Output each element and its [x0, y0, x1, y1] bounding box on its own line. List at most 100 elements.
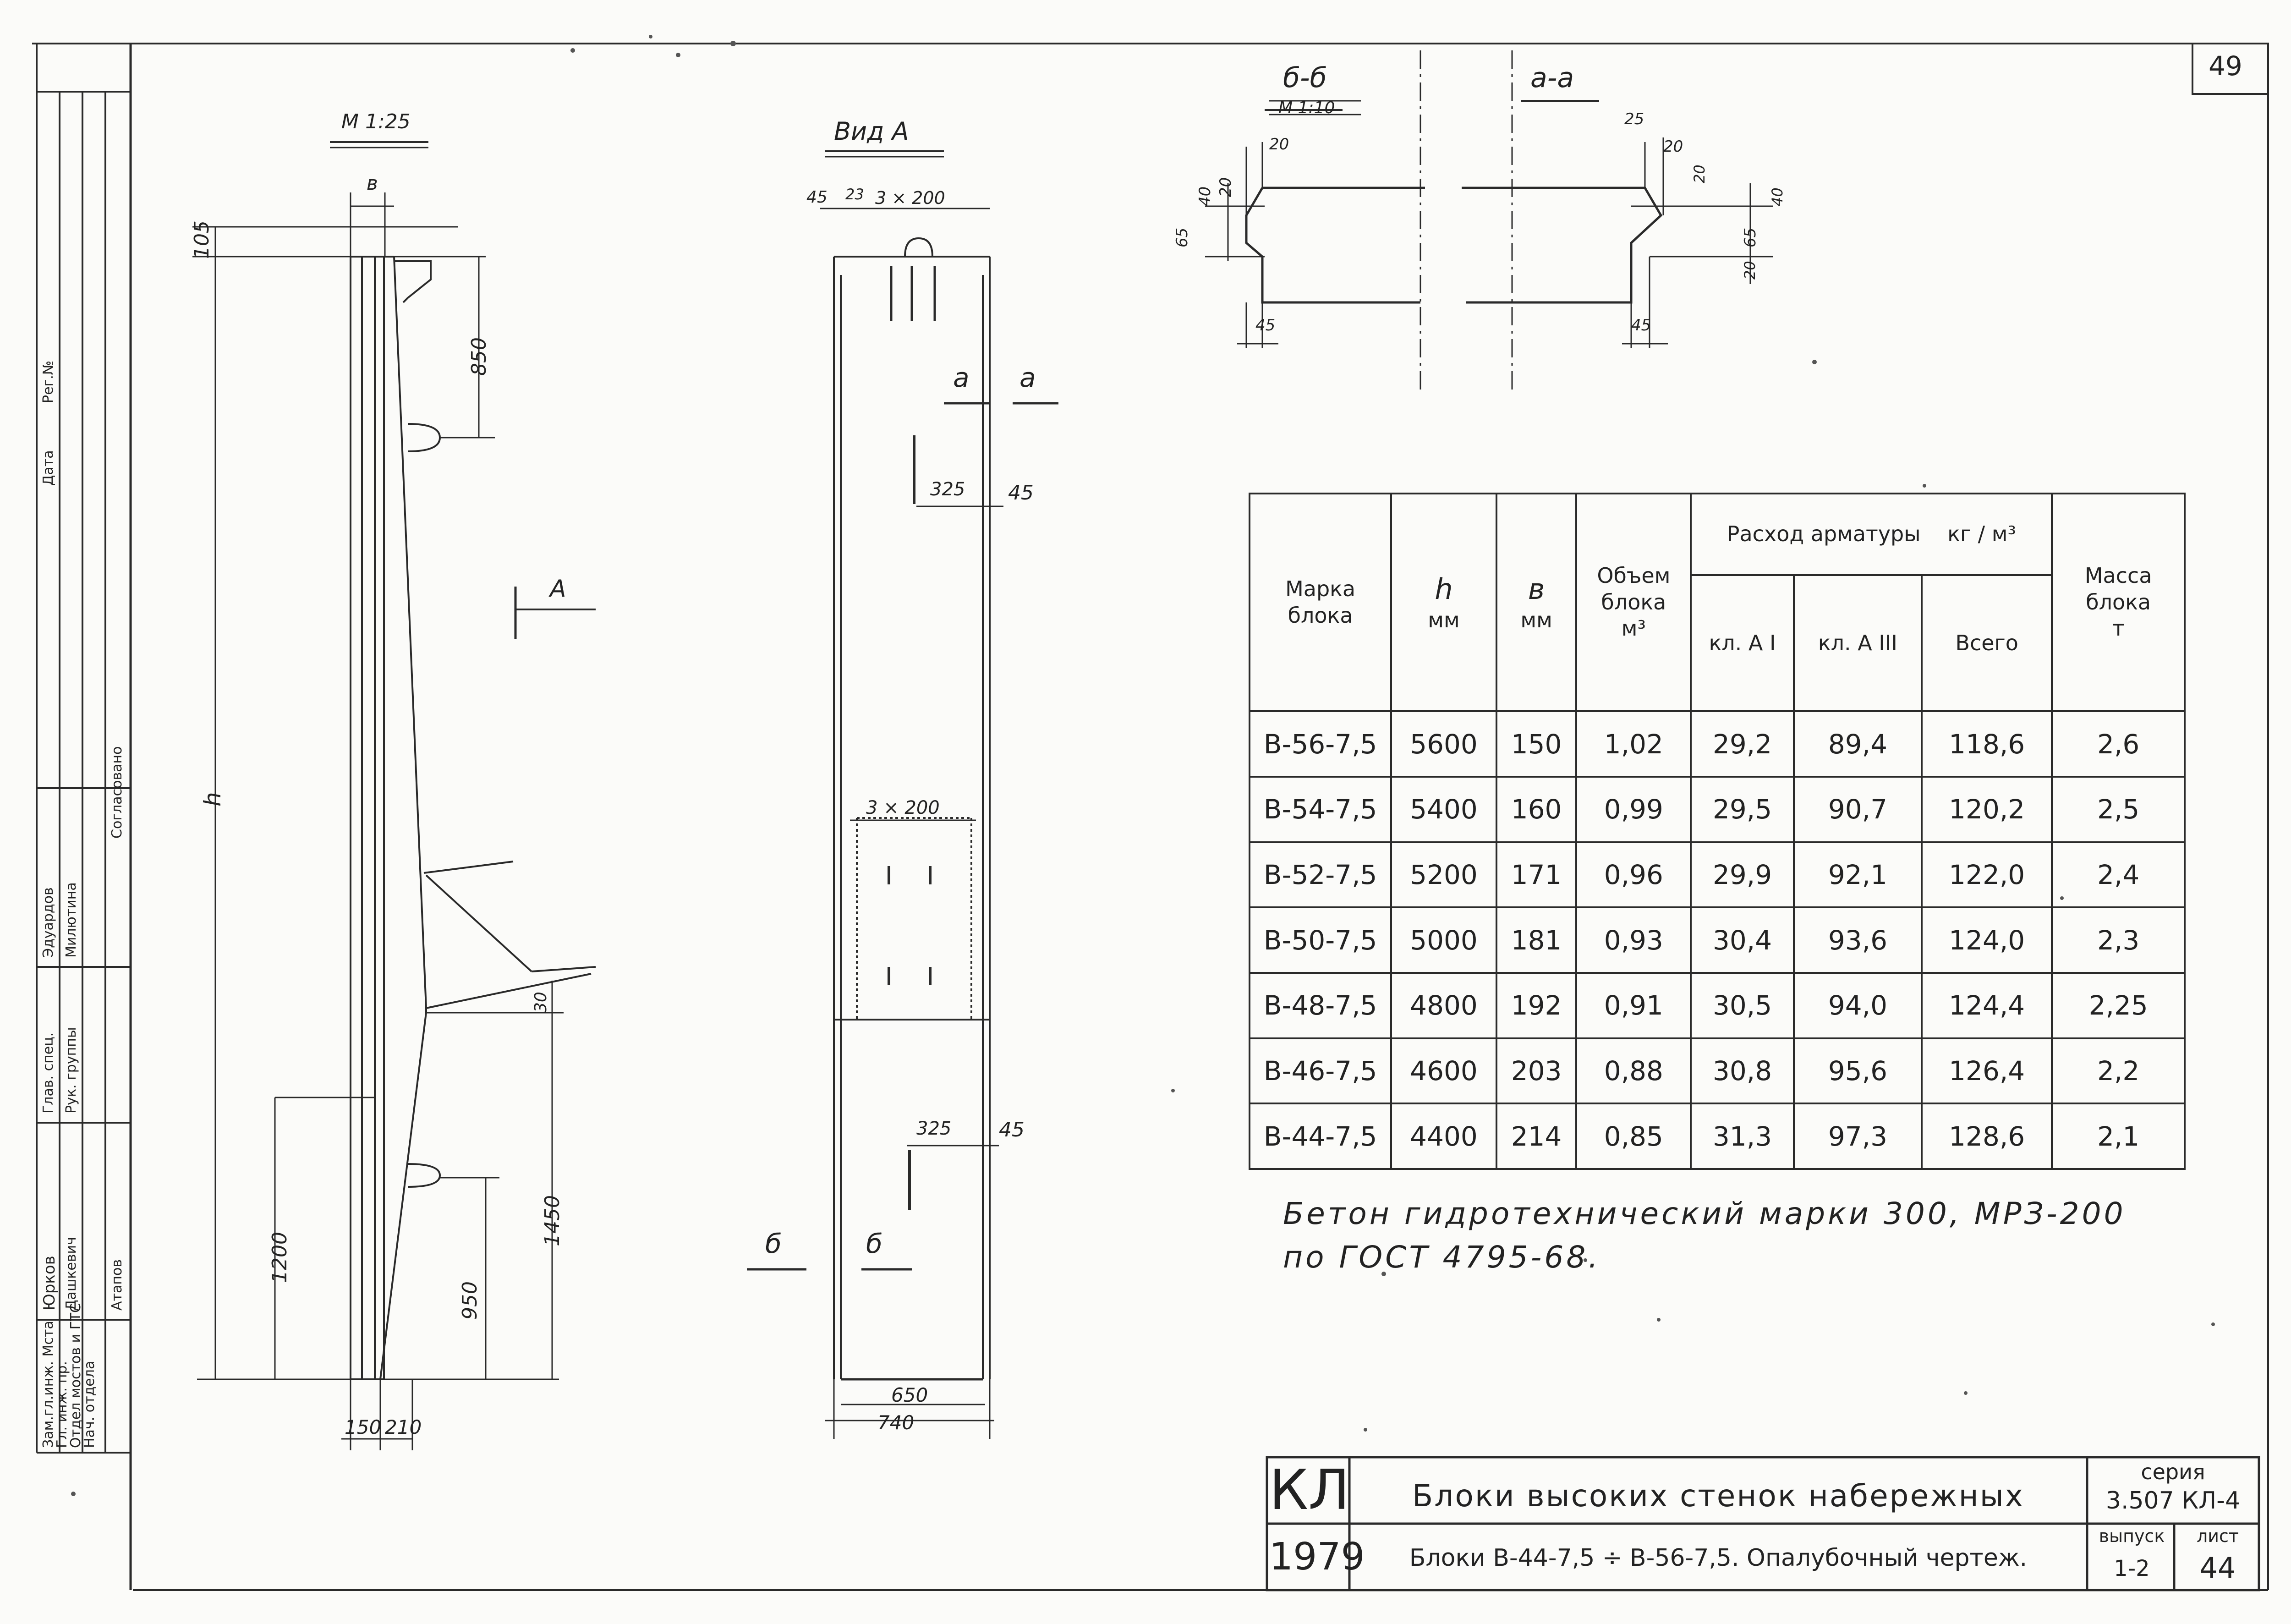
cell-mark: В-44-7,5 [1248, 1103, 1392, 1170]
sec-a-dim-25: 25 [1624, 110, 1644, 128]
cell-volume: 0,85 [1575, 1103, 1692, 1170]
col-header-b-unit: мм [1520, 607, 1552, 632]
sec-a-dim-20: 20 [1663, 137, 1683, 156]
col-header-total: Всего [1920, 574, 2053, 713]
cell-mass: 2,1 [2051, 1103, 2186, 1170]
cell-total: 118,6 [1920, 710, 2053, 778]
stamp-nach-otdela: Нач. отдела [82, 1361, 98, 1448]
dim-325-upper: 325 [930, 479, 965, 500]
concrete-note-line2: по ГОСТ 4795-68. [1283, 1240, 1601, 1275]
dim-view-a-3x200-top: 3 × 200 [875, 188, 945, 208]
cut-mark-b-left: б [765, 1228, 782, 1259]
col-header-mass-label: Масса блока [2084, 563, 2152, 614]
cut-mark-b-right: б [866, 1228, 882, 1259]
cut-mark-a-left: а [953, 362, 970, 393]
col-header-mass-unit: т [2112, 616, 2125, 641]
view-a-lift-loop [904, 237, 933, 257]
cell-total: 128,6 [1920, 1103, 2053, 1170]
dim-1450: 1450 [541, 1195, 564, 1246]
sec-b-dim-20-side: 20 [1217, 177, 1235, 197]
stamp-yurkov: Юрков [40, 1256, 59, 1311]
cell-h: 5600 [1390, 710, 1497, 778]
blocks-spec-table: Марка блока h мм в мм Объем блока м³ Рас… [1248, 492, 2186, 1170]
title-block-subtitle: Блоки В-44-7,5 ÷ В-56-7,5. Опалубочный ч… [1409, 1544, 2028, 1572]
cell-a1: 30,4 [1690, 906, 1795, 974]
dim-view-a-45: 45 [806, 188, 828, 207]
stamp-dashkevich: Дашкевич [63, 1237, 79, 1311]
lift-loop-lower [407, 1163, 441, 1188]
cell-total: 122,0 [1920, 841, 2053, 909]
stamp-glav-spec: Глав. спец. [40, 1032, 56, 1114]
col-header-mass: Масса блока т [2051, 492, 2186, 713]
dim-210: 210 [385, 1416, 422, 1438]
title-block-series-value: 3.507 КЛ-4 [2105, 1487, 2241, 1514]
table-row: В-54-7,5 5400 160 0,99 29,5 90,7 120,2 2… [1248, 776, 2186, 843]
view-a-title: Вид А [834, 117, 909, 146]
cell-mass: 2,2 [2051, 1037, 2186, 1105]
cell-a1: 29,5 [1690, 776, 1795, 843]
cell-mass: 2,4 [2051, 841, 2186, 909]
cell-mark: В-54-7,5 [1248, 776, 1392, 843]
cell-a3: 95,6 [1792, 1037, 1923, 1105]
cell-mass: 2,5 [2051, 776, 2186, 843]
lift-loop-upper [407, 423, 441, 452]
cell-a1: 31,3 [1690, 1103, 1795, 1170]
cell-mark: В-48-7,5 [1248, 972, 1392, 1039]
dim-30: 30 [532, 992, 550, 1013]
col-header-a3: кл. А III [1792, 574, 1923, 713]
cell-b: 171 [1495, 841, 1578, 909]
col-header-volume-unit: м³ [1621, 616, 1646, 641]
dim-view-a-23: 23 [845, 186, 864, 203]
table-row: В-52-7,5 5200 171 0,96 29,9 92,1 122,0 2… [1248, 841, 2186, 909]
col-header-a1: кл. А I [1690, 574, 1795, 713]
cell-b: 160 [1495, 776, 1578, 843]
cell-h: 5200 [1390, 841, 1497, 909]
dim-h: h [199, 792, 226, 807]
cell-b: 181 [1495, 906, 1578, 974]
stamp-data: Дата [40, 450, 56, 486]
table-body: В-56-7,5 5600 150 1,02 29,2 89,4 118,6 2… [1248, 710, 2186, 1170]
cell-volume: 0,93 [1575, 906, 1692, 974]
cell-total: 120,2 [1920, 776, 2053, 843]
sec-b-dim-20-top: 20 [1269, 135, 1289, 154]
title-block-sheet-value: 44 [2199, 1551, 2236, 1585]
wall-front-taper [393, 256, 427, 1009]
col-header-rebar: Расход арматуры кг / м³ [1690, 492, 2053, 576]
col-header-b: в мм [1495, 492, 1578, 713]
dim-45-upper: 45 [1008, 481, 1034, 505]
concrete-note-line1: Бетон гидротехнический марки 300, МРЗ-20… [1283, 1196, 2126, 1231]
cell-mark: В-50-7,5 [1248, 906, 1392, 974]
sec-a-dim-20-bottom: 20 [1741, 261, 1759, 280]
scan-speckles [71, 35, 2215, 1496]
table-row: В-44-7,5 4400 214 0,85 31,3 97,3 128,6 2… [1248, 1103, 2186, 1170]
col-header-h-symbol: h [1435, 572, 1453, 606]
cell-b: 203 [1495, 1037, 1578, 1105]
cell-a3: 94,0 [1792, 972, 1923, 1039]
dim-950: 950 [458, 1281, 482, 1320]
dim-view-a-3x200-mid: 3 × 200 [866, 797, 940, 818]
cell-a1: 29,2 [1690, 710, 1795, 778]
dim-850: 850 [467, 337, 491, 376]
stamp-reg-no: Рег.№ [40, 360, 56, 403]
cell-h: 4600 [1390, 1037, 1497, 1105]
col-header-mark: Марка блока [1248, 492, 1392, 713]
cell-mark: В-52-7,5 [1248, 841, 1392, 909]
cell-a3: 97,3 [1792, 1103, 1923, 1170]
cell-volume: 0,88 [1575, 1037, 1692, 1105]
stamp-soglasovano: Согласовано [109, 746, 125, 839]
col-header-b-symbol: в [1528, 572, 1545, 606]
title-block-issue-value: 1-2 [2114, 1556, 2150, 1581]
section-b-scale: М 1:10 [1278, 99, 1335, 117]
table-row: В-56-7,5 5600 150 1,02 29,2 89,4 118,6 2… [1248, 710, 2186, 778]
dim-325-lower: 325 [916, 1118, 952, 1139]
cell-a3: 92,1 [1792, 841, 1923, 909]
cell-h: 4800 [1390, 972, 1497, 1039]
title-block-year: 1979 [1269, 1535, 1365, 1579]
cell-a3: 93,6 [1792, 906, 1923, 974]
dim-740: 740 [877, 1411, 915, 1434]
cell-mark: В-56-7,5 [1248, 710, 1392, 778]
cut-mark-a-right: а [1019, 362, 1036, 393]
cell-a1: 30,5 [1690, 972, 1795, 1039]
page-number-box [2192, 43, 2269, 95]
cell-b: 192 [1495, 972, 1578, 1039]
